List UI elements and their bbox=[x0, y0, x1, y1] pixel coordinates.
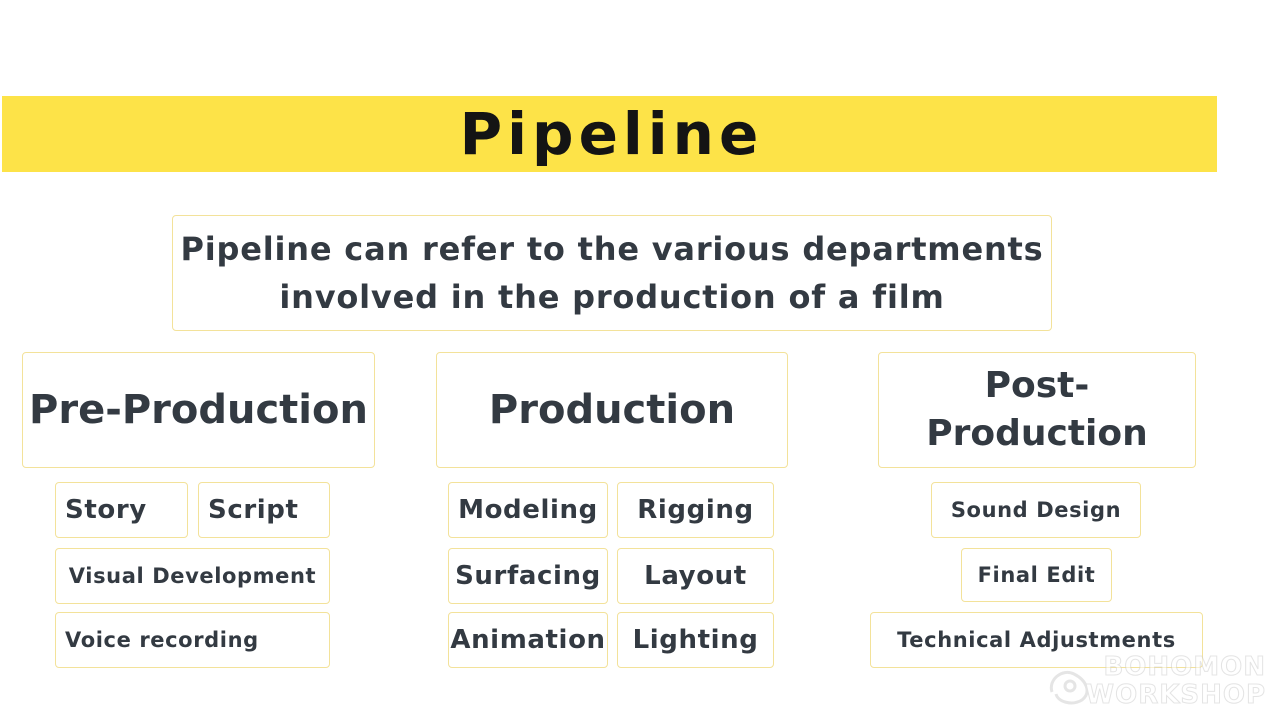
category-label: Production bbox=[488, 387, 736, 433]
item-sound-design: Sound Design bbox=[931, 482, 1141, 538]
item-label: Sound Design bbox=[950, 498, 1122, 522]
item-label: Final Edit bbox=[977, 563, 1096, 587]
item-script: Script bbox=[198, 482, 330, 538]
intro-box: Pipeline can refer to the various depart… bbox=[172, 215, 1052, 331]
item-label: Animation bbox=[450, 625, 606, 655]
watermark-line1: BOHOMON bbox=[1103, 652, 1266, 683]
item-label: Story bbox=[65, 495, 147, 525]
item-label: Visual Development bbox=[68, 564, 317, 588]
category-production: Production bbox=[436, 352, 788, 468]
item-animation: Animation bbox=[448, 612, 608, 668]
item-layout: Layout bbox=[617, 548, 774, 604]
item-surfacing: Surfacing bbox=[448, 548, 608, 604]
title-bar: Pipeline bbox=[2, 96, 1217, 172]
item-technical-adjustments: Technical Adjustments bbox=[870, 612, 1203, 668]
item-label: Layout bbox=[644, 561, 747, 591]
intro-text: Pipeline can refer to the various depart… bbox=[180, 230, 1044, 316]
item-label: Surfacing bbox=[455, 561, 601, 591]
item-visual-development: Visual Development bbox=[55, 548, 330, 604]
item-label: Rigging bbox=[637, 495, 754, 525]
item-voice-recording: Voice recording bbox=[55, 612, 330, 668]
item-label: Modeling bbox=[458, 495, 598, 525]
item-label: Voice recording bbox=[65, 628, 259, 652]
item-modeling: Modeling bbox=[448, 482, 608, 538]
category-label: Pre-Production bbox=[29, 387, 368, 433]
category-label: Post-Production bbox=[926, 365, 1148, 454]
watermark-line2: WORKSHOP bbox=[1085, 680, 1266, 711]
category-post-production: Post-Production bbox=[878, 352, 1196, 468]
page-title: Pipeline bbox=[459, 100, 764, 168]
item-lighting: Lighting bbox=[617, 612, 774, 668]
item-label: Technical Adjustments bbox=[897, 628, 1176, 652]
watermark: BOHOMON WORKSHOP bbox=[1046, 652, 1266, 712]
item-rigging: Rigging bbox=[617, 482, 774, 538]
item-story: Story bbox=[55, 482, 188, 538]
item-final-edit: Final Edit bbox=[961, 548, 1112, 602]
watermark-logo-icon bbox=[1049, 671, 1089, 705]
item-label: Script bbox=[208, 495, 299, 525]
item-label: Lighting bbox=[632, 625, 759, 655]
category-pre-production: Pre-Production bbox=[22, 352, 375, 468]
